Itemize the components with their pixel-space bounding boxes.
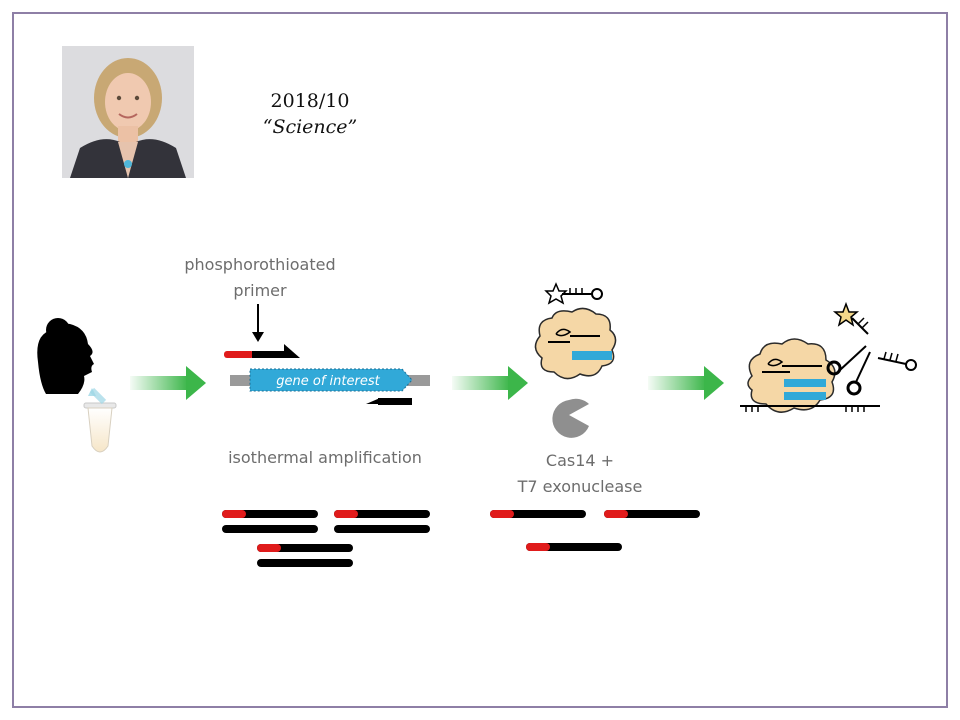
portrait-photo xyxy=(62,46,194,178)
citation-journal: “Science” xyxy=(262,116,358,138)
citation-date: 2018/10 xyxy=(270,90,350,112)
single-stranded-products xyxy=(490,510,700,551)
activated-complex-icon xyxy=(740,338,880,413)
flow-arrow-2 xyxy=(452,366,528,400)
reporter-probe-icon xyxy=(544,282,603,305)
primer-label-line1: phosphorothioated xyxy=(184,255,336,274)
sample-tube-icon xyxy=(83,387,117,453)
cas14-label: Cas14 + T7 exonuclease xyxy=(500,448,660,500)
reverse-primer xyxy=(366,398,412,405)
cleaved-quencher-icon xyxy=(877,351,917,371)
flow-arrow-1 xyxy=(130,366,206,400)
flow-arrow-3 xyxy=(648,366,724,400)
t7-exonuclease-icon xyxy=(552,398,589,438)
cas14-label-line2: T7 exonuclease xyxy=(517,477,643,496)
primer-label-line2: primer xyxy=(233,281,287,300)
forward-primer xyxy=(224,344,300,358)
citation: 2018/10 “Science” xyxy=(240,88,380,140)
primer-pointer-arrow xyxy=(252,304,264,342)
cleaved-fluorophore-icon xyxy=(832,301,869,335)
amplification-label: isothermal amplification xyxy=(228,448,422,467)
primer-label: phosphorothioated primer xyxy=(170,252,350,304)
cas14-label-line1: Cas14 + xyxy=(545,451,615,470)
gene-of-interest xyxy=(249,368,413,392)
cas14-protein-icon xyxy=(534,307,617,380)
amplified-products xyxy=(222,510,430,567)
gene-label: gene of interest xyxy=(276,374,380,389)
person-silhouette-icon xyxy=(37,318,94,394)
scissors-icon xyxy=(826,345,871,396)
